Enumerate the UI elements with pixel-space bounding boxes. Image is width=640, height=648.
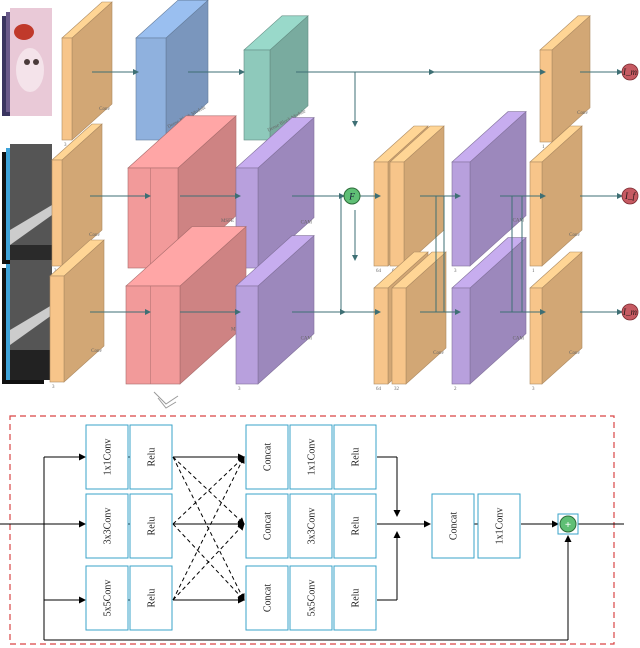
flow-lines <box>90 69 623 315</box>
conv-block-mid-a-channels: 64 <box>376 269 382 274</box>
module-concat-0-label: Concat <box>263 443 274 472</box>
module-relu-b-1-label: Relu <box>351 517 362 536</box>
fusion-node: F <box>343 187 361 205</box>
sum-node: + <box>557 513 579 535</box>
module-relu-a-1-label: Relu <box>147 517 158 536</box>
expand-icon <box>153 391 179 409</box>
conv-block-top-output-channels: 1 <box>542 145 545 150</box>
module-relu-a-0-label: Relu <box>147 448 158 467</box>
conv-block-bot-output-channels: 3 <box>532 387 535 392</box>
module-relu-a-2: Relu <box>129 565 173 631</box>
module-final-concat: Concat <box>431 493 475 559</box>
module-relu-a-1: Relu <box>129 493 173 559</box>
conv-block-mid-output: Conv 1 <box>529 125 583 274</box>
fusion-node-label: F <box>348 192 355 202</box>
module-concat-1: Concat <box>245 493 289 559</box>
feature-blocks: Conv 3 Dense Block Module Dense Block Modul… <box>49 0 591 392</box>
conv-block-bot-output: Conv 3 <box>529 251 583 392</box>
module-conv-1-label: 3x3Conv <box>103 508 114 545</box>
module-final-conv-label: 1x1Conv <box>495 508 506 545</box>
conv-block-bot-input-channels: 3 <box>52 385 55 390</box>
conv-block-bot-output-label: Conv <box>569 351 580 356</box>
output-label-top: I_m <box>622 67 637 77</box>
cam-block-bot-channels: 3 <box>238 387 241 392</box>
cam-block-bot-2-channels: 2 <box>454 387 457 392</box>
module-conv-b-1-label: 3x3Conv <box>307 508 318 545</box>
output-label-mid: I_f <box>624 191 636 201</box>
module-relu-b-0-label: Relu <box>351 448 362 467</box>
module-conv-0-label: 1x1Conv <box>103 439 114 476</box>
module-conv-2-label: 5x5Conv <box>103 580 114 617</box>
module-relu-b-1: Relu <box>333 493 377 559</box>
module-relu-a-2-label: Relu <box>147 589 158 608</box>
module-relu-b-2: Relu <box>333 565 377 631</box>
msfe-block-bot: MSFE <box>125 225 247 385</box>
cam-block-bot-label: CAM <box>301 337 313 342</box>
conv-block-top-output-label: Conv <box>577 111 588 116</box>
conv-block-bot-input: Conv 3 <box>49 239 105 390</box>
conv-block-top-output: Conv 1 <box>539 15 591 150</box>
conv-block-bot-a-channels: 64 <box>376 387 382 392</box>
rgb-input-image <box>2 8 52 116</box>
conv-block-top-input-channels: 3 <box>64 143 67 148</box>
module-conv-2: 5x5Conv <box>85 565 129 631</box>
dense-block-module-2: Dense Block Module <box>243 15 309 141</box>
cam-block-bot-2-label: CAM <box>513 337 525 342</box>
module-relu-b-0: Relu <box>333 424 377 490</box>
module-concat-1-label: Concat <box>263 512 274 541</box>
module-relu-b-2-label: Relu <box>351 589 362 608</box>
output-label-bot: I_m <box>622 307 637 317</box>
dense-block-module-1: Dense Block Module <box>135 0 209 141</box>
infrared-input-image-2 <box>2 260 52 384</box>
module-relu-a-0: Relu <box>129 424 173 490</box>
module-conv-0: 1x1Conv <box>85 424 129 490</box>
module-conv-b-2-label: 5x5Conv <box>307 580 318 617</box>
conv-block-mid-output-channels: 1 <box>532 269 535 274</box>
conv-block-top-input: Conv 3 <box>61 1 113 148</box>
output-nodes: I_m I_f I_m <box>621 63 639 321</box>
cam-block-mid-label: CAM <box>301 221 313 226</box>
input-images <box>2 8 52 384</box>
sum-symbol: + <box>565 519 571 531</box>
module-conv-b-0-label: 1x1Conv <box>307 439 318 476</box>
module-conv-b-0: 1x1Conv <box>289 424 333 490</box>
cam-block-bot: CAM 3 <box>235 234 315 392</box>
conv-block-mid-input: Conv 3 <box>51 123 103 274</box>
conv-block-top-input-label: Conv <box>99 107 110 112</box>
module-dashed-frame <box>9 415 615 645</box>
conv-block-bot-input-label: Conv <box>91 349 102 354</box>
module-concat-2: Concat <box>245 565 289 631</box>
module-final-concat-label: Concat <box>449 512 460 541</box>
cam-block-mid-2-channels: 3 <box>454 269 457 274</box>
conv-block-mid-output-label: Conv <box>569 233 580 238</box>
conv-block-mid-input-label: Conv <box>89 233 100 238</box>
module-concat-2-label: Concat <box>263 584 274 613</box>
conv-block-bot-b-label: Conv <box>433 351 444 356</box>
output-node-top: I_m <box>621 63 639 81</box>
output-node-mid: I_f <box>621 187 639 205</box>
infrared-input-image-1 <box>2 144 52 264</box>
module-conv-b-2: 5x5Conv <box>289 565 333 631</box>
module-final-conv: 1x1Conv <box>477 493 521 559</box>
module-cross-connections <box>172 456 245 601</box>
cam-block-mid-2-label: CAM <box>513 219 525 224</box>
module-concat-0: Concat <box>245 424 289 490</box>
output-node-bot: I_m <box>621 303 639 321</box>
module-conv-b-1: 3x3Conv <box>289 493 333 559</box>
module-conv-1: 3x3Conv <box>85 493 129 559</box>
msfe-block-mid-label: MSFE <box>221 219 234 224</box>
conv-block-bot-b-channels: 32 <box>394 387 400 392</box>
